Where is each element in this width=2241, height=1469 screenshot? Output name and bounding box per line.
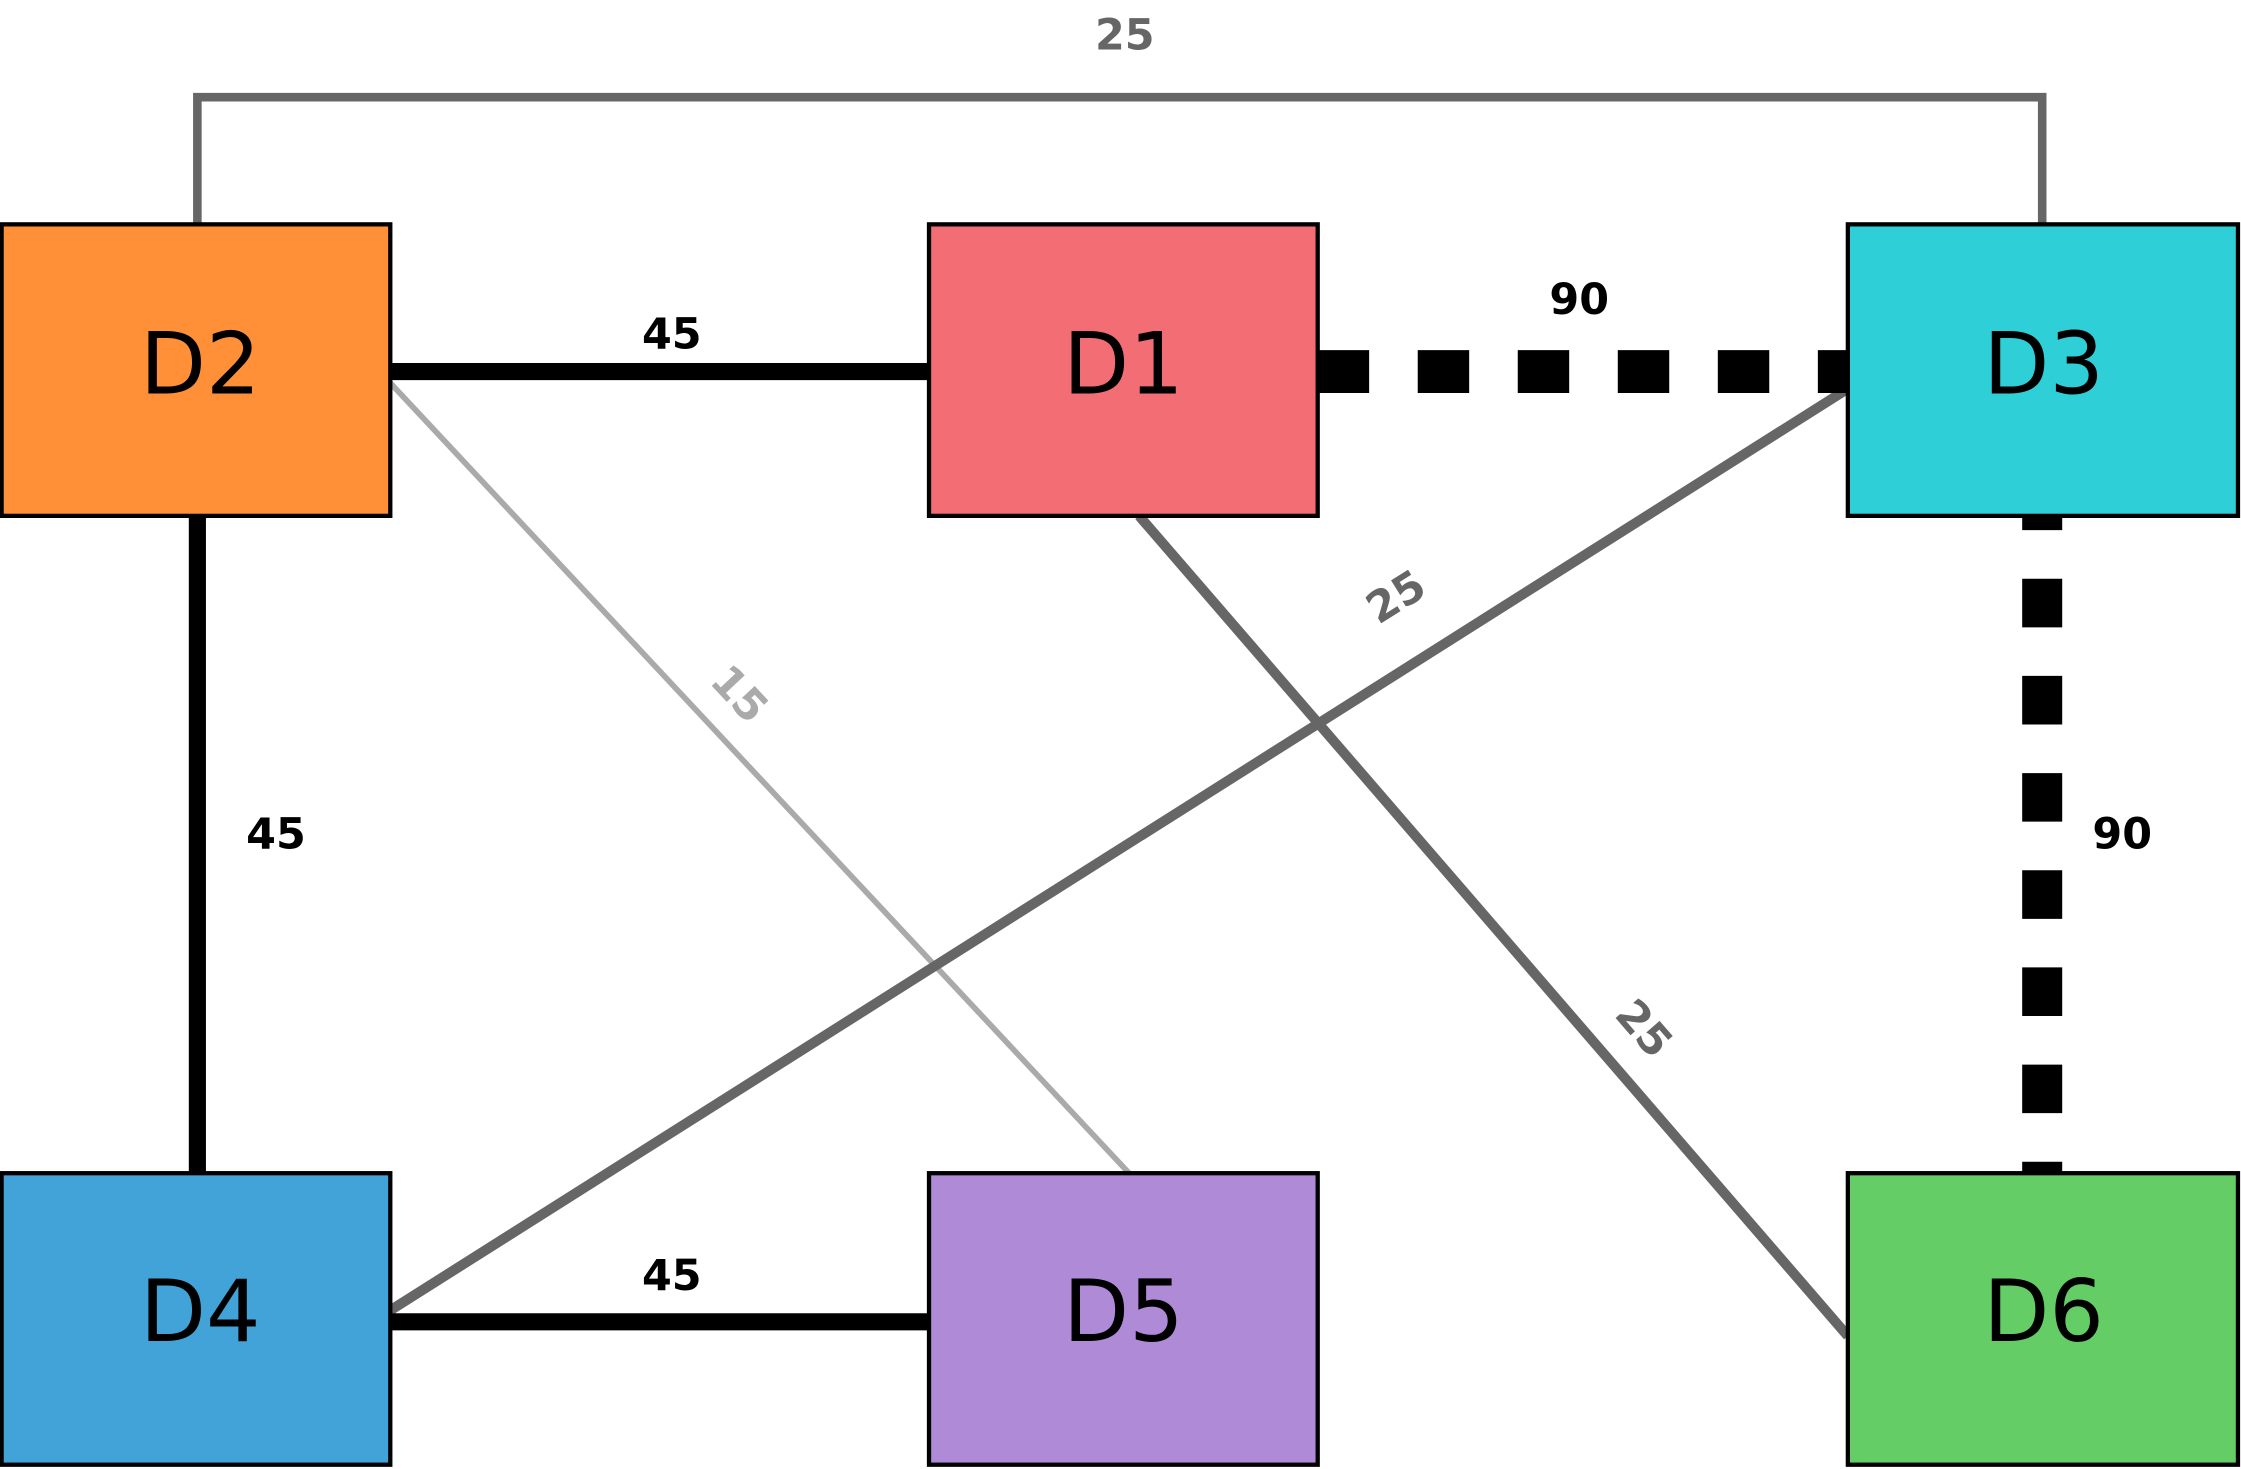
edge-label-d3-d6: 90: [2092, 810, 2152, 860]
edge-label-d1-d6: 25: [1605, 990, 1682, 1068]
node-d2-label: D2: [140, 314, 261, 414]
node-d5-label: D5: [1063, 1262, 1184, 1362]
edge-d2-d5: [388, 381, 1132, 1176]
edge-label-d4-d5: 45: [642, 1251, 702, 1301]
node-d5[interactable]: D5: [926, 1171, 1320, 1467]
edge-d4-d3: [387, 384, 1851, 1315]
edge-label-d2-d4: 45: [246, 810, 306, 860]
edge-d2-d3: [193, 92, 2047, 225]
node-d1-label: D1: [1063, 314, 1184, 414]
node-d3[interactable]: D3: [1845, 222, 2241, 519]
edges: [188, 92, 2063, 1340]
node-d3-label: D3: [1983, 314, 2104, 414]
edge-label-d2-d3: 25: [1095, 11, 1155, 61]
node-d2-box: [0, 222, 393, 519]
node-d2[interactable]: D2: [0, 222, 393, 519]
node-d1[interactable]: D1: [926, 222, 1320, 519]
node-d6-label: D6: [1983, 1262, 2104, 1362]
node-d1-box: [926, 222, 1320, 519]
node-d5-box: [926, 1171, 1320, 1467]
edge-label-d4-d3: 25: [1358, 560, 1435, 634]
node-d4-box: [0, 1171, 393, 1467]
edge-labels: 25 45 90 45 90 45 15 25 25: [246, 11, 2152, 1301]
node-d4[interactable]: D4: [0, 1171, 393, 1467]
node-d6[interactable]: D6: [1845, 1171, 2241, 1467]
edge-d1-d6: [1135, 512, 1852, 1340]
edge-label-d2-d1: 45: [642, 309, 702, 359]
node-d6-box: [1845, 1171, 2241, 1467]
edge-label-d1-d3: 90: [1549, 275, 1609, 325]
node-d3-box: [1845, 222, 2241, 519]
edge-label-d2-d5: 15: [700, 656, 777, 734]
node-d4-label: D4: [140, 1262, 261, 1362]
